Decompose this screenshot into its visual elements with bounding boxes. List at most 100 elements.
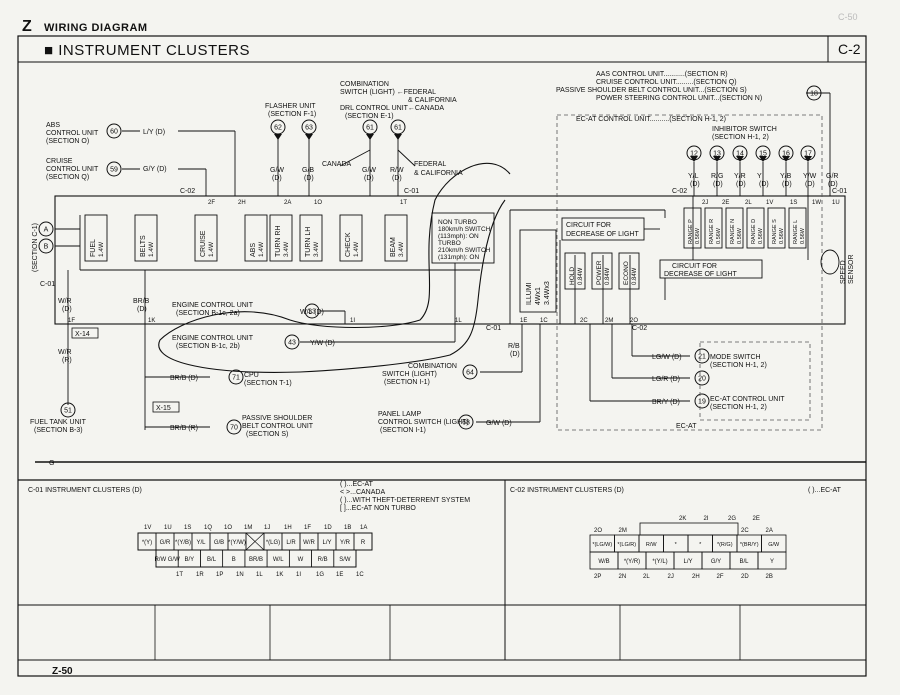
arrow-down <box>713 156 721 162</box>
c01-pin: 1V <box>144 525 151 531</box>
flash-wire1-d: (D) <box>272 175 282 182</box>
section-code: C-2 <box>838 41 861 57</box>
abs-unit-l3: (SECTION O) <box>46 138 89 145</box>
c02-pin: 2F <box>717 574 724 580</box>
c02-cell-text: L/Y <box>683 559 692 565</box>
inhibitor-wire-d: (D) <box>828 181 838 188</box>
c02-pin: 2O <box>594 528 602 534</box>
connector-number: 16 <box>782 151 790 158</box>
c02-pin: 2A <box>766 528 773 534</box>
page-watermark: C-50 <box>838 12 858 22</box>
c01-label-right: C-01 <box>832 188 847 195</box>
c02-cell-text: G/W <box>768 542 780 548</box>
inhibitor-wire: G/R <box>826 173 838 180</box>
lamp-name: TURN LH <box>305 227 312 257</box>
connector-circle <box>106 123 122 139</box>
cruise-unit-l2: CONTROL UNIT <box>46 166 99 173</box>
wr2-r: (R) <box>62 357 72 364</box>
connector-number: 13 <box>713 151 721 158</box>
indicator-lamp <box>269 214 293 262</box>
pin-label: 2E <box>722 200 729 206</box>
c01-pin: 1A <box>360 525 367 531</box>
page-frame <box>17 35 867 677</box>
c01-cell-text: R/B <box>318 557 328 563</box>
turbo-l5: 210km/h SWITCH <box>438 247 491 254</box>
c02-pin: 2G <box>728 516 736 522</box>
lamp-watt: 1.4W <box>353 241 360 257</box>
lamp-name: CRUISE <box>200 230 207 257</box>
c01-cell-text: Y/R <box>340 540 351 546</box>
c01-pin: 1M <box>244 525 252 531</box>
combo-switch-line1: COMBINATION <box>340 81 389 88</box>
lamp-watt: 1.4W <box>148 241 155 257</box>
c02-connector: *(LG/W)*(LG/R)R/W***(R/G)*(BR/Y)G/WW/B*(… <box>589 516 787 580</box>
connector-number: 12 <box>690 151 698 158</box>
turbo-l3: (113mph): ON <box>438 233 479 240</box>
illumi-l3: 3.4Wx3 <box>544 281 551 305</box>
c01-pin: 1L <box>256 572 263 578</box>
psb-l1: PASSIVE SHOULDER <box>242 415 312 422</box>
connector-number: 68 <box>462 420 470 427</box>
cruise-line: CRUISE CONTROL UNIT.........(SECTION Q) <box>596 79 737 86</box>
c01-cell <box>353 532 373 551</box>
c01-pin: 1C <box>356 572 364 578</box>
inhibitor-wire-d: (D) <box>713 181 723 188</box>
lamp-name: BELTS <box>140 235 147 257</box>
flash-wire2-d: (D) <box>304 175 314 182</box>
ecat-lamp-watt: 0.84W <box>632 267 638 285</box>
c02-pin: 2M <box>619 528 627 534</box>
connector-number: 43 <box>288 340 296 347</box>
c01-cell <box>333 549 357 568</box>
c01-cell-text: W/R <box>303 540 315 546</box>
california-label: & CALIFORNIA <box>414 170 463 177</box>
connector-number: 18 <box>810 91 818 98</box>
arrow-down <box>394 134 402 140</box>
c01-cell-text: G/B <box>214 540 224 546</box>
inhibitor-wire: Y/W <box>803 173 817 180</box>
connector-circle <box>38 221 54 237</box>
connector-number: 59 <box>110 167 118 174</box>
indicator-lamp <box>384 214 408 262</box>
c01-pin: 1H <box>284 525 292 531</box>
lamp-name: TURN RH <box>275 226 282 258</box>
pin-label: 1E <box>520 318 527 324</box>
ecat-region <box>556 114 823 431</box>
c01-pin: 1E <box>336 572 343 578</box>
decrease2-l1: CIRCUIT FOR <box>672 263 717 270</box>
panel-l2: CONTROL SWITCH (LIGHT) <box>378 419 469 426</box>
pin-label: 2A <box>284 200 291 206</box>
connector-circle <box>38 238 54 254</box>
header-letter: Z <box>22 18 32 35</box>
c01-cell-text: W <box>298 557 304 563</box>
c02-pin: 2L <box>643 574 650 580</box>
c01-pin: 1F <box>304 525 311 531</box>
range-lamp-watt: 0.56W <box>800 227 806 244</box>
ecat2-l1: EC-AT CONTROL UNIT <box>710 396 785 403</box>
pin-label: 1F <box>68 318 75 324</box>
combo-wire1-d: (D) <box>364 175 374 182</box>
range-lamp-name: RANGE S <box>772 219 778 244</box>
decrease-circuit-2 <box>659 259 763 279</box>
psb-l3: (SECTION S) <box>246 431 288 438</box>
mode-wire: LG/W (D) <box>652 354 682 361</box>
lamp-name: FUEL <box>90 239 97 257</box>
connector-number: 19 <box>698 399 706 406</box>
c01-pin: 1P <box>216 572 223 578</box>
inhibitor-wire-d: (D) <box>805 181 815 188</box>
lgr-wire: LG/R (D) <box>652 376 680 383</box>
mode-l1: MODE SWITCH <box>710 354 761 361</box>
c01-pin: 1B <box>344 525 351 531</box>
c02-pin: 2E <box>753 516 760 522</box>
connector-circle <box>106 161 122 177</box>
arrow-down <box>274 134 282 140</box>
ecu1-l2: (SECTION B-1c, 2a) <box>176 310 240 317</box>
c01-cell-text: S/W <box>339 557 351 563</box>
lamp-name: BEAM <box>390 237 397 257</box>
range-lamp-name: RANGE P <box>688 219 694 244</box>
inhibitor-wire: Y <box>757 173 762 180</box>
c02-pin: 2D <box>741 574 749 580</box>
ecat2-l2: (SECTION H-1, 2) <box>710 404 767 411</box>
c01-pin: 1N <box>236 572 244 578</box>
lamp-watt: 1.4W <box>98 241 105 257</box>
